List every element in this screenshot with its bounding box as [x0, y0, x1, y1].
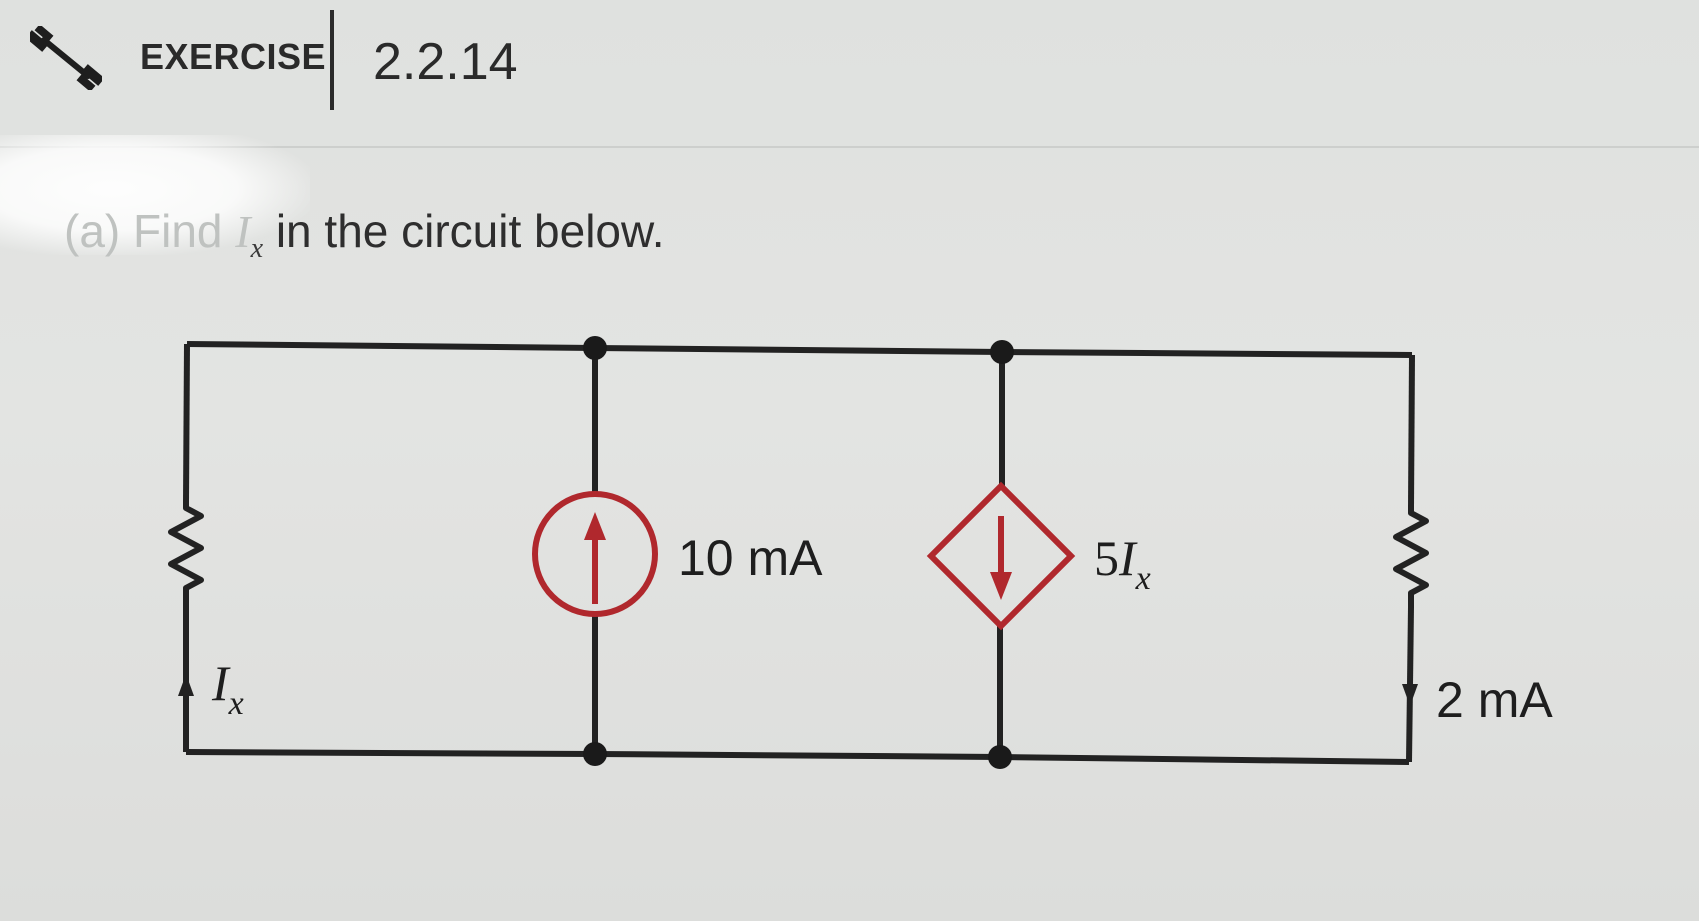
left-current-label: Ix: [211, 655, 244, 722]
right-resistor: [1393, 507, 1429, 607]
source-label: 10 mA: [678, 530, 823, 586]
right-current-label: 2 mA: [1436, 672, 1553, 728]
header-rule: [0, 146, 1699, 148]
left-resistor: [168, 502, 204, 602]
question-find: Find: [133, 205, 223, 257]
header-divider: [330, 10, 334, 110]
independent-current-source: [532, 491, 658, 617]
top-wire: [186, 341, 1413, 358]
node-bottom-left: [583, 742, 607, 766]
dependent-current-source: [926, 481, 1076, 631]
question-part: (a): [64, 205, 121, 257]
exercise-label: EXERCISE: [140, 36, 327, 77]
question-text: (a) Find Ix in the circuit below.: [64, 204, 664, 265]
arrow-up-icon: [584, 512, 606, 540]
circuit-nodes: [583, 336, 1014, 769]
question-rest: in the circuit below.: [275, 205, 665, 257]
node-top-left: [583, 336, 607, 360]
node-top-right: [990, 340, 1014, 364]
right-current-arrow-icon: [1402, 684, 1418, 706]
exercise-header: EXERCISE 2.2.14: [0, 0, 1699, 148]
exercise-number: 2.2.14: [373, 33, 518, 91]
arrow-down-icon: [990, 572, 1012, 600]
dependent-source-label: 5Ix: [1094, 530, 1151, 597]
right-branch-upper-wire: [1408, 354, 1415, 508]
dumbbell-icon: [30, 26, 102, 90]
node-bottom-right: [988, 745, 1012, 769]
left-current-arrow-icon: [178, 674, 194, 696]
question-variable: Ix: [235, 206, 264, 265]
bottom-wire: [185, 749, 1410, 765]
left-branch-upper-wire: [183, 343, 190, 503]
